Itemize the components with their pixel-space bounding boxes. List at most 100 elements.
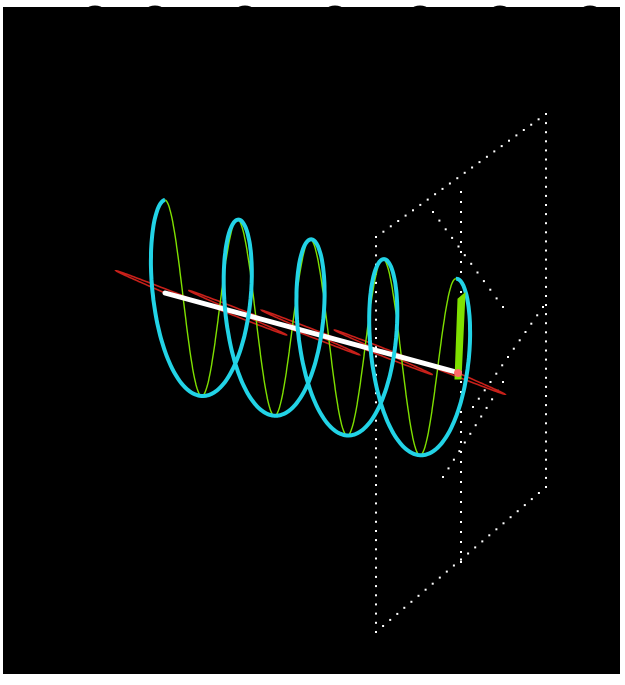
frame-dot bbox=[375, 511, 377, 514]
frame-dot bbox=[485, 406, 488, 409]
frame-dot bbox=[460, 391, 462, 393]
frame-dot bbox=[460, 521, 462, 523]
frame-dot bbox=[410, 600, 413, 603]
frame-dot bbox=[530, 322, 533, 325]
frame-dot bbox=[460, 201, 462, 203]
frame-dot bbox=[545, 231, 547, 234]
border-scallop bbox=[140, 5, 170, 20]
frame-dot bbox=[545, 449, 547, 452]
frame-dot bbox=[545, 422, 547, 425]
frame-dot bbox=[501, 364, 504, 367]
frame-dot bbox=[502, 381, 504, 383]
frame-dot bbox=[460, 231, 462, 233]
frame-dot bbox=[509, 516, 512, 519]
frame-dot bbox=[545, 249, 547, 252]
frame-dot bbox=[375, 346, 377, 349]
border-scallop bbox=[485, 5, 515, 20]
frame-dot bbox=[518, 339, 521, 342]
frame-dot bbox=[375, 428, 377, 431]
border-scallop bbox=[405, 5, 435, 20]
frame-dot bbox=[545, 331, 547, 334]
frame-dot bbox=[460, 461, 462, 463]
frame-dot bbox=[458, 450, 461, 453]
frame-dot bbox=[404, 214, 407, 217]
frame-dot bbox=[463, 171, 466, 174]
frame-dot bbox=[523, 504, 526, 507]
frame-dot bbox=[375, 603, 377, 606]
frame-dot bbox=[545, 486, 547, 488]
frame-dot bbox=[491, 398, 494, 401]
frame-dot bbox=[375, 309, 377, 312]
frame-dot bbox=[488, 534, 491, 537]
frame-dot bbox=[412, 209, 414, 212]
frame-dot bbox=[375, 327, 377, 330]
frame-dot bbox=[545, 222, 547, 225]
frame-dot bbox=[447, 467, 450, 470]
frame-dot bbox=[508, 139, 510, 142]
frame-dot bbox=[530, 123, 533, 126]
frame-dot bbox=[545, 349, 547, 352]
frame-dot bbox=[545, 276, 547, 279]
frame-dot bbox=[375, 520, 377, 523]
frame-dot bbox=[375, 318, 377, 321]
frame-dot bbox=[536, 314, 539, 317]
frame-dot bbox=[463, 254, 466, 257]
frame-dot bbox=[460, 558, 462, 561]
frame-dot bbox=[474, 546, 477, 549]
frame-dot bbox=[515, 134, 518, 137]
frame-dot bbox=[512, 347, 515, 350]
frame-dot bbox=[545, 204, 547, 206]
frame-dot bbox=[469, 432, 472, 435]
frame-dot bbox=[460, 481, 462, 483]
frame-dot bbox=[438, 576, 441, 579]
frame-dot bbox=[375, 364, 377, 367]
frame-dot bbox=[460, 501, 462, 503]
frame-dot bbox=[375, 502, 377, 505]
end-marker-shape bbox=[454, 291, 466, 380]
frame-dot bbox=[375, 300, 377, 303]
frame-dot bbox=[545, 194, 547, 197]
frame-dot bbox=[444, 228, 447, 231]
frame-dot bbox=[460, 441, 462, 443]
frame-dot bbox=[537, 492, 540, 494]
frame-dot bbox=[375, 447, 377, 450]
frame-dot bbox=[445, 570, 448, 573]
top-border-scallops bbox=[80, 5, 605, 20]
frame-dot bbox=[545, 267, 547, 270]
frame-dot bbox=[472, 406, 474, 408]
frame-dot bbox=[477, 397, 480, 400]
frame-dot bbox=[375, 539, 377, 542]
frame-dot bbox=[545, 258, 547, 261]
frame-dot bbox=[375, 281, 377, 284]
frame-dot bbox=[375, 245, 377, 248]
frame-dot bbox=[545, 467, 547, 470]
frame-dot bbox=[460, 541, 462, 543]
frame-dot bbox=[417, 594, 420, 597]
frame-dot bbox=[485, 155, 488, 158]
frame-dot bbox=[481, 540, 484, 543]
frame-dot bbox=[382, 230, 385, 233]
frame-dot bbox=[545, 213, 547, 216]
frame-dot bbox=[460, 271, 462, 273]
frame-dot bbox=[375, 612, 377, 615]
frame-dot bbox=[545, 440, 547, 443]
frame-dot bbox=[545, 322, 547, 325]
frame-dot bbox=[460, 471, 462, 473]
frame-dot bbox=[545, 149, 547, 152]
frame-dot bbox=[375, 557, 377, 560]
frame-dot bbox=[403, 606, 406, 609]
propagation-axis bbox=[162, 290, 459, 375]
frame-dot bbox=[389, 225, 392, 228]
frame-dot bbox=[545, 385, 547, 388]
frame-dot bbox=[471, 166, 474, 169]
frame-dot bbox=[452, 458, 455, 461]
frame-dot bbox=[375, 465, 377, 468]
frame-dot bbox=[375, 254, 377, 257]
frame-dot bbox=[375, 530, 377, 532]
frame-dot bbox=[542, 306, 544, 308]
frame-dot bbox=[545, 285, 547, 288]
frame-dot bbox=[480, 415, 483, 418]
border-scallop bbox=[80, 5, 110, 20]
frame-dot bbox=[375, 337, 377, 339]
frame-dot bbox=[545, 395, 547, 397]
